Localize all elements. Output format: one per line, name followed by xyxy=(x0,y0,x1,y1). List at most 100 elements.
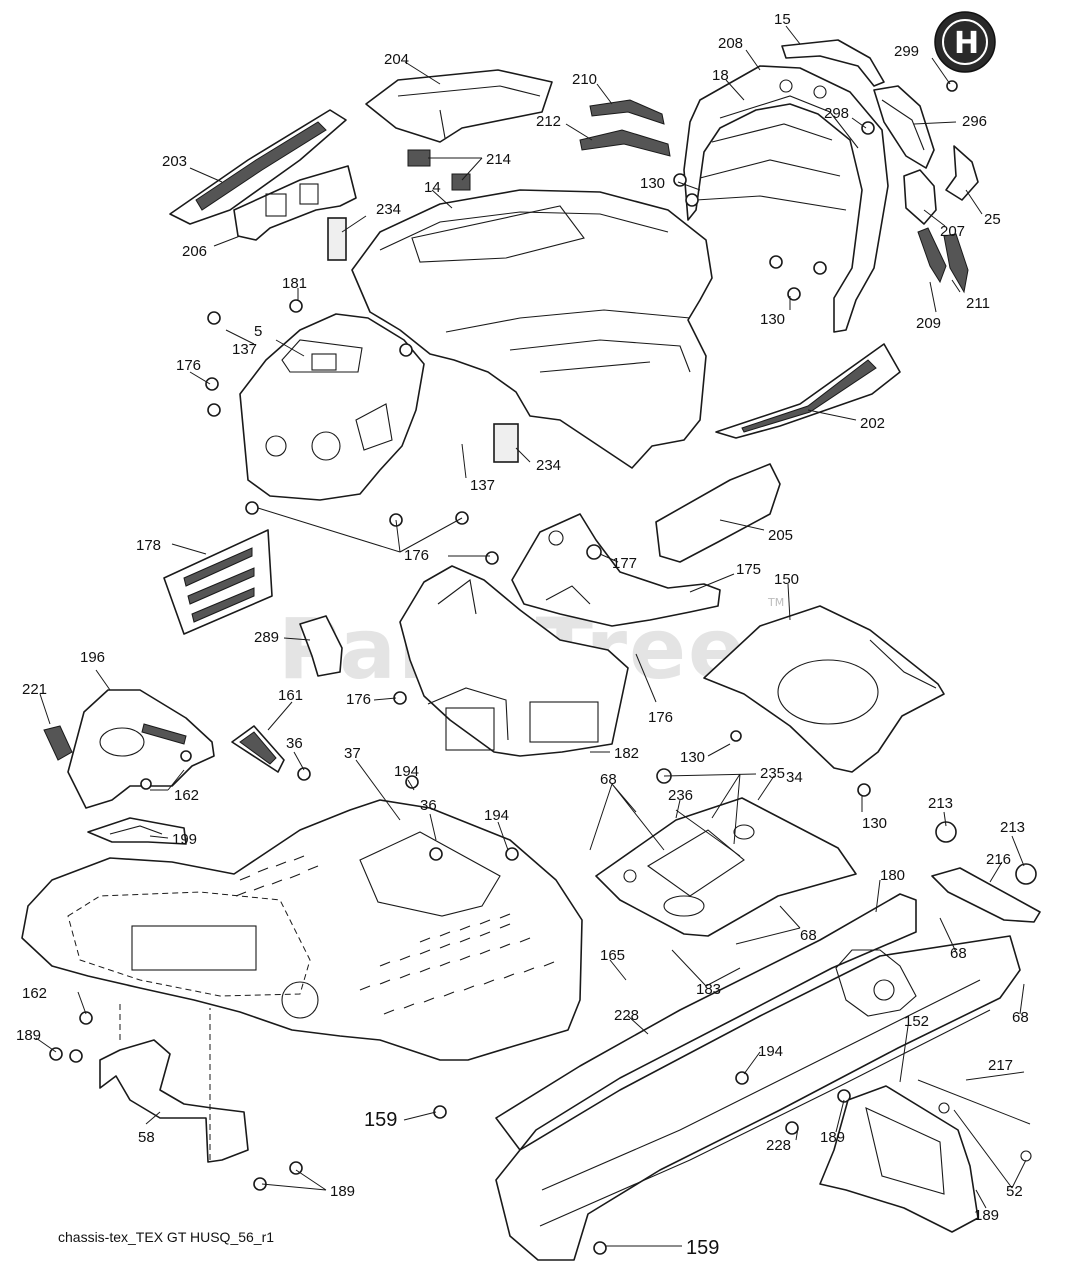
callout-234-top[interactable]: 234 xyxy=(376,201,401,218)
part-221-handle[interactable] xyxy=(43,725,73,761)
callout-130-mid[interactable]: 130 xyxy=(760,311,785,328)
callout-202[interactable]: 202 xyxy=(860,415,885,432)
part-14-hood[interactable] xyxy=(351,189,713,469)
callout-15[interactable]: 15 xyxy=(774,11,791,28)
callout-189-left[interactable]: 189 xyxy=(16,1027,41,1044)
callout-161[interactable]: 161 xyxy=(278,687,303,704)
callout-207[interactable]: 207 xyxy=(940,223,965,240)
part-15-bracket[interactable] xyxy=(781,39,885,87)
callout-130-right[interactable]: 130 xyxy=(862,815,887,832)
callout-216[interactable]: 216 xyxy=(986,851,1011,868)
callout-52[interactable]: 52 xyxy=(1006,1183,1023,1200)
callout-214[interactable]: 214 xyxy=(486,151,511,168)
callout-176-right[interactable]: 176 xyxy=(648,709,673,726)
part-204-hood-cover[interactable] xyxy=(365,69,553,143)
part-214-clip[interactable] xyxy=(407,149,471,191)
callout-130-top[interactable]: 130 xyxy=(640,175,665,192)
callout-221[interactable]: 221 xyxy=(22,681,47,698)
callout-228-bottom[interactable]: 228 xyxy=(766,1137,791,1154)
callout-177[interactable]: 177 xyxy=(612,555,637,572)
callout-181[interactable]: 181 xyxy=(282,275,307,292)
part-178-decal-plate[interactable] xyxy=(163,529,273,635)
callout-36-center[interactable]: 36 xyxy=(420,797,437,814)
part-58-bracket[interactable] xyxy=(99,1000,249,1163)
callout-205[interactable]: 205 xyxy=(768,527,793,544)
callout-159-left[interactable]: 159 xyxy=(364,1109,397,1131)
part-216-bracket[interactable] xyxy=(931,867,1041,923)
callout-152[interactable]: 152 xyxy=(904,1013,929,1030)
callout-34[interactable]: 34 xyxy=(786,769,803,786)
callout-208[interactable]: 208 xyxy=(718,35,743,52)
callout-298[interactable]: 298 xyxy=(824,105,849,122)
callout-25[interactable]: 25 xyxy=(984,211,1001,228)
callout-58[interactable]: 58 xyxy=(138,1129,155,1146)
callout-36-left[interactable]: 36 xyxy=(286,735,303,752)
part-210-grille-strip[interactable] xyxy=(589,99,665,125)
callout-182[interactable]: 182 xyxy=(614,745,639,762)
callout-165[interactable]: 165 xyxy=(600,947,625,964)
callout-206[interactable]: 206 xyxy=(182,243,207,260)
part-289-block[interactable] xyxy=(299,615,343,677)
part-5-dash-panel[interactable] xyxy=(239,313,425,501)
callout-175[interactable]: 175 xyxy=(736,561,761,578)
part-206-bracket[interactable] xyxy=(233,165,357,241)
callout-213-left[interactable]: 213 xyxy=(928,795,953,812)
callout-189-right[interactable]: 189 xyxy=(974,1207,999,1224)
callout-162-bottom[interactable]: 162 xyxy=(22,985,47,1002)
part-212-grille-strip[interactable] xyxy=(579,129,671,157)
callout-68-top[interactable]: 68 xyxy=(600,771,617,788)
callout-289[interactable]: 289 xyxy=(254,629,279,646)
callout-296[interactable]: 296 xyxy=(962,113,987,130)
callout-228-top[interactable]: 228 xyxy=(614,1007,639,1024)
callout-159-bottom[interactable]: 159 xyxy=(686,1237,719,1259)
part-203-grille[interactable] xyxy=(169,109,347,225)
callout-176-left[interactable]: 176 xyxy=(176,357,201,374)
part-150-floor-pan[interactable] xyxy=(703,605,945,773)
callout-209[interactable]: 209 xyxy=(916,315,941,332)
callout-204[interactable]: 204 xyxy=(384,51,409,68)
part-152-tray[interactable] xyxy=(819,1085,979,1233)
callout-211[interactable]: 211 xyxy=(966,295,990,312)
part-182-front-cowl[interactable] xyxy=(399,565,629,757)
part-177-175-bracket[interactable] xyxy=(511,513,721,627)
callout-203[interactable]: 203 xyxy=(162,153,187,170)
part-207-lens[interactable] xyxy=(903,169,937,225)
part-296-side-panel[interactable] xyxy=(873,85,935,169)
part-34-mounting-plate[interactable] xyxy=(595,797,857,937)
callout-68-mid[interactable]: 68 xyxy=(800,927,817,944)
callout-194-center[interactable]: 194 xyxy=(484,807,509,824)
callout-18[interactable]: 18 xyxy=(712,67,729,84)
callout-162-top[interactable]: 162 xyxy=(174,787,199,804)
part-234-pad[interactable] xyxy=(327,217,519,463)
part-161-bracket[interactable] xyxy=(231,725,285,773)
part-211-grille-insert[interactable] xyxy=(943,233,969,294)
callout-217[interactable]: 217 xyxy=(988,1057,1013,1074)
callout-210[interactable]: 210 xyxy=(572,71,597,88)
callout-189-bottom-left[interactable]: 189 xyxy=(330,1183,355,1200)
callout-212[interactable]: 212 xyxy=(536,113,561,130)
part-202-rear-strip[interactable] xyxy=(715,343,901,439)
part-37-footrest-deck[interactable] xyxy=(21,799,583,1061)
callout-137-top[interactable]: 137 xyxy=(232,341,257,358)
part-25-cover[interactable] xyxy=(945,145,979,201)
callout-199[interactable]: 199 xyxy=(172,831,197,848)
part-180-frame-rail[interactable] xyxy=(495,893,1021,1261)
callout-194-right[interactable]: 194 xyxy=(758,1043,783,1060)
callout-196[interactable]: 196 xyxy=(80,649,105,666)
callout-194-left[interactable]: 194 xyxy=(394,763,419,780)
callout-150[interactable]: 150 xyxy=(774,571,799,588)
part-18-fender-panel[interactable] xyxy=(683,65,889,333)
callout-68-far-right[interactable]: 68 xyxy=(1012,1009,1029,1026)
callout-176-lower[interactable]: 176 xyxy=(346,691,371,708)
part-205-step-cover[interactable] xyxy=(655,463,781,563)
callout-5[interactable]: 5 xyxy=(254,323,262,340)
callout-236[interactable]: 236 xyxy=(668,787,693,804)
callout-299[interactable]: 299 xyxy=(894,43,919,60)
callout-37[interactable]: 37 xyxy=(344,745,361,762)
callout-213-right[interactable]: 213 xyxy=(1000,819,1025,836)
callout-234-mid[interactable]: 234 xyxy=(536,457,561,474)
callout-14[interactable]: 14 xyxy=(424,179,441,196)
callout-137-mid[interactable]: 137 xyxy=(470,477,495,494)
callout-183[interactable]: 183 xyxy=(696,981,721,998)
callout-235[interactable]: 235 xyxy=(760,765,785,782)
